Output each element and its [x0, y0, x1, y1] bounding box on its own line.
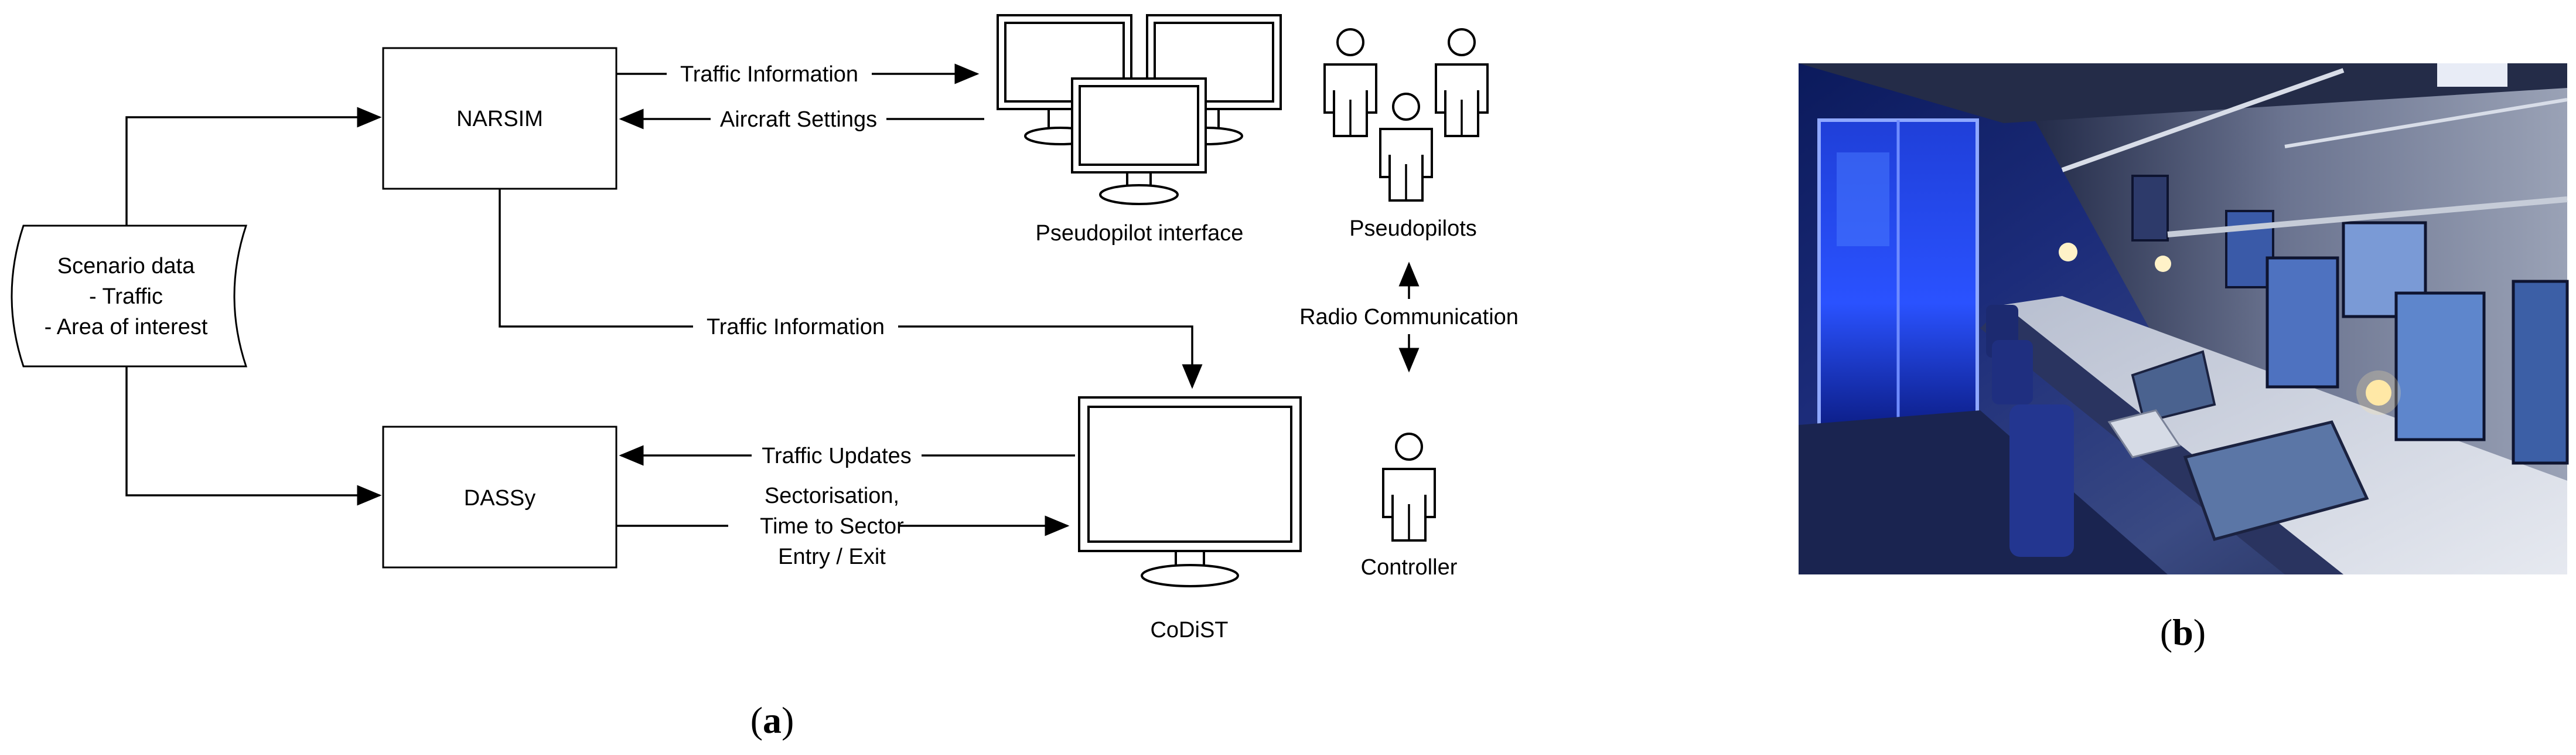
codist-label: CoDiST — [1150, 618, 1228, 642]
traffic-information-mid-label: Traffic Information — [707, 315, 885, 339]
narsim-label: NARSIM — [456, 107, 543, 131]
aircraft-settings-label: Aircraft Settings — [720, 107, 877, 132]
panel-b-photo: (b) — [1799, 63, 2569, 653]
pseudopilot-person-icon — [1435, 28, 1489, 137]
traffic-information-mid-arrow — [499, 189, 1203, 389]
scenario-data-area: - Area of interest — [45, 315, 208, 339]
panel-a-caption: (a) — [750, 699, 794, 741]
svg-text:(a): (a) — [750, 699, 794, 741]
controller-label: Controller — [1361, 555, 1458, 580]
air-traffic-control-simulator-room-photo — [1799, 63, 2569, 574]
traffic-information-top-label: Traffic Information — [680, 62, 858, 87]
scenario-to-narsim-connector — [125, 107, 382, 226]
dassy-label: DASSy — [464, 486, 535, 511]
pseudopilots-person-icons — [1323, 28, 1489, 202]
pseudopilot-person-icon — [1323, 28, 1377, 137]
pseudopilot-person-icon — [1379, 93, 1433, 202]
scenario-to-dassy-connector — [125, 366, 382, 506]
traffic-updates-label: Traffic Updates — [762, 444, 912, 468]
scenario-data-title: Scenario data — [57, 254, 195, 278]
pseudopilots-label: Pseudopilots — [1349, 216, 1477, 241]
pseudopilot-interface-label: Pseudopilot interface — [1036, 221, 1244, 246]
sectorisation-label-line1: Sectorisation, — [765, 484, 899, 508]
panel-a-diagram: Scenario data - Traffic - Area of intere… — [11, 14, 1519, 741]
scenario-data-traffic: - Traffic — [89, 284, 163, 309]
radio-communication-label: Radio Communication — [1299, 305, 1519, 329]
codist-monitor-icon — [1078, 396, 1302, 587]
controller-person-icon — [1382, 433, 1436, 542]
scenario-data-node: Scenario data - Traffic - Area of intere… — [11, 225, 248, 368]
sectorisation-label-line2: Time to Sector — [760, 514, 904, 539]
narsim-node: NARSIM — [382, 47, 617, 190]
pseudopilot-interface-monitors-icon — [997, 14, 1282, 205]
svg-text:(b): (b) — [2160, 611, 2206, 653]
panel-b-caption: (b) — [2160, 611, 2206, 653]
sectorisation-label-line3: Entry / Exit — [778, 545, 886, 569]
dassy-node: DASSy — [382, 426, 617, 569]
